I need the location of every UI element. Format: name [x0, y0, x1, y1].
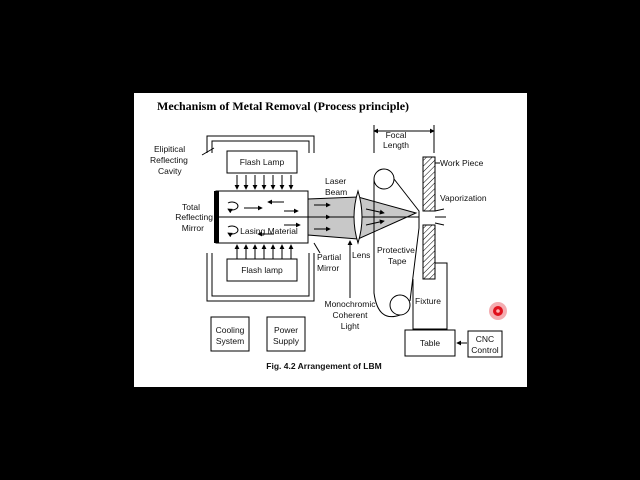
label-cooling-1: Cooling	[216, 325, 245, 335]
tape-roller-bottom	[389, 294, 411, 316]
label-focal-1: Focal	[386, 130, 407, 140]
label-total-3: Mirror	[182, 223, 204, 233]
label-mono-3: Light	[341, 321, 360, 331]
label-table: Table	[420, 338, 441, 348]
label-cnc-1: CNC	[476, 334, 494, 344]
cnc-control-box	[467, 330, 503, 358]
label-total-1: Total	[182, 202, 200, 212]
label-focal-2: Length	[383, 140, 409, 150]
label-fixture: Fixture	[415, 296, 441, 306]
tape-roller-top	[373, 168, 395, 190]
slide: Mechanism of Metal Removal (Process prin…	[134, 93, 527, 387]
lbm-diagram: Mechanism of Metal Removal (Process prin…	[150, 99, 507, 371]
label-laser-beam-1: Laser	[325, 176, 346, 186]
work-piece-upper	[422, 156, 436, 212]
label-mono-1: Monochromic	[324, 299, 376, 309]
cavity-leader	[201, 147, 215, 156]
label-lens: Lens	[352, 250, 370, 260]
label-cavity-3: Cavity	[158, 166, 182, 176]
label-partial-1: Partial	[317, 252, 341, 262]
cavity-bottom-outer	[206, 253, 315, 302]
label-cavity-2: Reflecting	[150, 155, 188, 165]
flash-lamp-bottom	[226, 258, 298, 282]
light-arrows-down	[234, 175, 294, 190]
cavity-top-inner	[211, 140, 310, 153]
label-tape-1: Protective	[377, 245, 415, 255]
label-total-2: Reflecting	[175, 212, 213, 222]
beam-arrows	[314, 202, 385, 232]
label-laser-beam-2: Beam	[325, 187, 347, 197]
tape-path-left	[373, 179, 401, 318]
label-flash-lamp-bottom: Flash lamp	[241, 265, 283, 275]
fixture	[412, 262, 448, 330]
light-arrows-up	[234, 244, 294, 259]
label-cooling-2: System	[216, 336, 244, 346]
label-partial-2: Mirror	[317, 263, 339, 273]
label-mono-2: Coherent	[333, 310, 369, 320]
laser-pointer-highlight	[496, 309, 500, 313]
label-tape-2: Tape	[388, 256, 407, 266]
label-cnc-2: Control	[471, 345, 499, 355]
label-flash-lamp-top: Flash Lamp	[240, 157, 285, 167]
vaporization-marks	[434, 208, 446, 226]
cavity-top-outer	[206, 135, 315, 153]
tape-path-right	[393, 178, 420, 302]
page-title: Mechanism of Metal Removal (Process prin…	[157, 99, 409, 113]
work-piece-lower	[422, 224, 436, 280]
photon-arrows	[227, 199, 301, 238]
figure-caption: Fig. 4.2 Arrangement of LBM	[266, 361, 381, 371]
lens	[353, 189, 363, 245]
partial-mirror-leader	[313, 242, 321, 254]
label-vaporization: Vaporization	[440, 193, 487, 203]
cooling-system-box	[210, 316, 250, 352]
power-supply-box	[266, 316, 306, 352]
flash-lamp-top	[226, 150, 298, 174]
label-cavity-1: Elipitical	[154, 144, 185, 154]
total-reflecting-mirror	[214, 191, 219, 243]
label-power-2: Supply	[273, 336, 300, 346]
cavity-bottom-inner	[211, 253, 310, 297]
label-work-piece: Work Piece	[440, 158, 484, 168]
table-box	[404, 329, 456, 357]
label-power-1: Power	[274, 325, 298, 335]
label-lasing-material: Lasing Material	[240, 226, 298, 236]
